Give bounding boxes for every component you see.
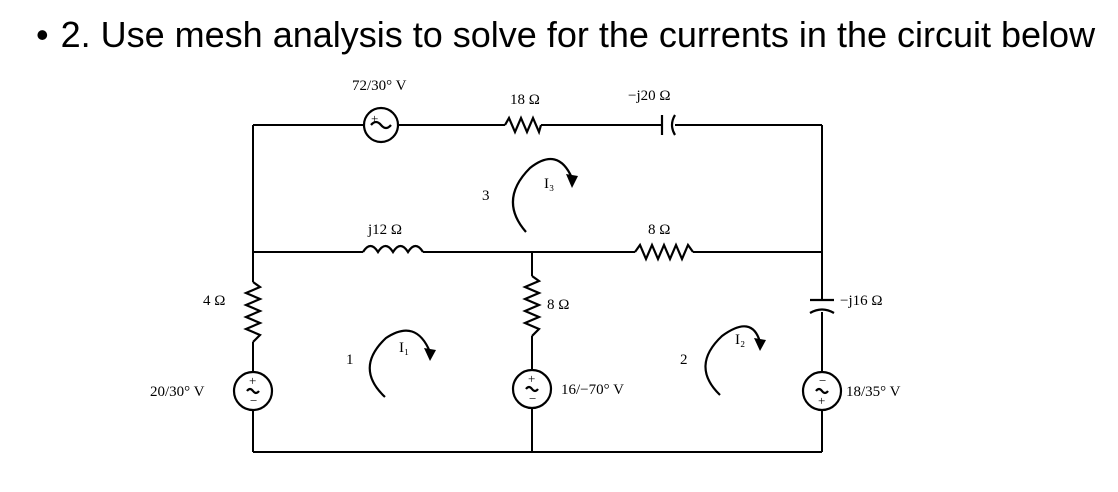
svg-text:−: −: [250, 393, 257, 408]
voltage-source-left: + −: [232, 370, 274, 412]
mesh2-number: 2: [680, 352, 688, 368]
ac-voltage-source-top: +: [362, 106, 400, 144]
resistor-4: [243, 281, 263, 343]
mesh1-current-label: I₁: [399, 340, 409, 356]
mesh1-current-arrow: [368, 329, 436, 398]
source-middle-label: 16/−70° V: [561, 382, 624, 398]
circuit-wires: [252, 124, 823, 453]
question-text: 2. Use mesh analysis to solve for the cu…: [60, 14, 1096, 55]
mesh3-number: 3: [482, 188, 490, 204]
resistor-8-middle: [522, 275, 542, 337]
inductor-j12: [362, 244, 424, 255]
svg-text:−: −: [529, 391, 536, 406]
svg-text:−: −: [819, 373, 826, 388]
capacitor-top: [660, 114, 676, 136]
mesh1-number: 1: [346, 352, 354, 368]
capacitor-right-label: −j16 Ω: [840, 293, 883, 309]
resistor-8-middle-label: 8 Ω: [547, 297, 569, 313]
resistor-4-label: 4 Ω: [203, 293, 225, 309]
resistor-8-upper-label: 8 Ω: [648, 222, 670, 238]
source-right-label: 18/35° V: [846, 384, 901, 400]
mesh3-current-label: I₃: [544, 176, 554, 192]
svg-text:+: +: [528, 371, 535, 386]
source-left-label: 20/30° V: [150, 384, 205, 400]
mesh2-current-label: I₂: [735, 332, 745, 348]
inductor-j12-label: j12 Ω: [367, 222, 402, 238]
resistor-18-label: 18 Ω: [510, 92, 540, 108]
resistor-18: [504, 115, 543, 136]
svg-text:+: +: [371, 111, 378, 126]
capacitor-top-label: −j20 Ω: [628, 88, 671, 104]
bullet-point: •: [36, 14, 49, 55]
resistor-8-upper: [634, 242, 694, 262]
voltage-source-middle: + −: [511, 368, 553, 410]
svg-text:+: +: [249, 373, 256, 388]
question-title: • 2. Use mesh analysis to solve for the c…: [36, 14, 1095, 56]
voltage-source-right: − +: [801, 370, 843, 412]
svg-text:+: +: [818, 393, 825, 408]
mesh2-current-arrow: [704, 325, 766, 396]
capacitor-right: [809, 298, 835, 314]
ac-source-top-label: 72/30° V: [352, 78, 407, 94]
mesh3-current-arrow: [511, 157, 578, 233]
